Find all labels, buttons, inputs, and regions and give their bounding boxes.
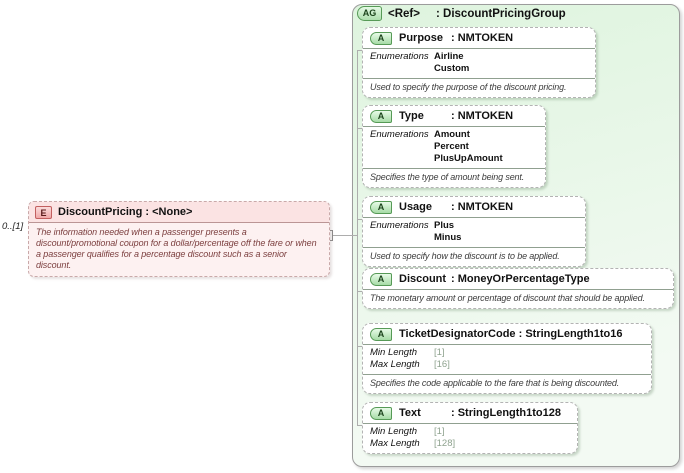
element-badge-icon: E bbox=[35, 205, 52, 219]
attribute-description: Used to specify the purpose of the disco… bbox=[363, 78, 595, 97]
attribute-badge-icon: A bbox=[370, 406, 392, 420]
facet-label: Max Length bbox=[370, 438, 420, 449]
enumeration-values: Amount Percent PlusUpAmount bbox=[434, 129, 503, 165]
facet-value: [128] bbox=[434, 438, 456, 449]
connector-stub-type bbox=[358, 128, 363, 129]
cardinality-label: 0..[1] bbox=[2, 221, 24, 232]
connector-stub-purpose bbox=[358, 50, 363, 51]
attribute-badge-icon: A bbox=[370, 200, 392, 214]
attribute-type: : NMTOKEN bbox=[451, 110, 514, 122]
attribute-title: TicketDesignatorCode : StringLength1to16 bbox=[399, 328, 623, 340]
attribute-header: A Purpose : NMTOKEN bbox=[363, 28, 595, 48]
attribute-box-ticketdesignatorcode: A TicketDesignatorCode : StringLength1to… bbox=[362, 323, 652, 394]
attribute-header: A Type : NMTOKEN bbox=[363, 106, 545, 126]
attribute-name: Usage bbox=[399, 201, 433, 213]
attribute-name: Type bbox=[399, 110, 424, 122]
attribute-type: : StringLength1to16 bbox=[518, 328, 623, 340]
facet-value: [1] bbox=[434, 426, 445, 437]
attribute-name: TicketDesignatorCode bbox=[399, 328, 516, 340]
attribute-badge-icon: A bbox=[370, 272, 392, 286]
attribute-box-usage: A Usage : NMTOKEN Enumerations Plus Minus… bbox=[362, 196, 586, 267]
enumerations-section: Enumerations Plus Minus bbox=[363, 217, 585, 247]
attribute-title: Discount : MoneyOrPercentageType bbox=[399, 273, 590, 285]
connector-stub-discount bbox=[358, 291, 363, 292]
attribute-box-purpose: A Purpose : NMTOKEN Enumerations Airline … bbox=[362, 27, 596, 98]
attribute-header: A Text : StringLength1to128 bbox=[363, 403, 577, 423]
attribute-title: Text : StringLength1to128 bbox=[399, 407, 561, 419]
attribute-type: : StringLength1to128 bbox=[451, 407, 562, 419]
attribute-description: Specifies the type of amount being sent. bbox=[363, 168, 545, 187]
enum-value: Plus bbox=[434, 220, 455, 231]
facets-section: Min Length [1] Max Length [128] bbox=[363, 423, 577, 453]
attribute-type: : NMTOKEN bbox=[451, 32, 514, 44]
attribute-box-text: A Text : StringLength1to128 Min Length [1… bbox=[362, 402, 578, 454]
enumeration-values: Airline Custom bbox=[434, 51, 469, 75]
facet-label: Min Length bbox=[370, 426, 418, 437]
connector-stub-text bbox=[358, 425, 363, 426]
attribute-header: A Discount : MoneyOrPercentageType bbox=[363, 269, 673, 289]
attribute-box-discount: A Discount : MoneyOrPercentageType The mo… bbox=[362, 268, 674, 309]
element-name: DiscountPricing bbox=[58, 206, 143, 218]
attribute-box-type: A Type : NMTOKEN Enumerations Amount Perc… bbox=[362, 105, 546, 188]
element-box-discountpricing: E DiscountPricing : <None> The informati… bbox=[28, 201, 330, 277]
facet-label: Min Length bbox=[370, 347, 418, 358]
attribute-group-name: <Ref> bbox=[388, 7, 420, 20]
enum-value: Minus bbox=[434, 232, 462, 243]
enum-value: PlusUpAmount bbox=[434, 153, 503, 164]
attribute-title: Purpose : NMTOKEN bbox=[399, 32, 513, 44]
facet-value: [16] bbox=[434, 359, 450, 370]
attribute-group-type: : DiscountPricingGroup bbox=[436, 7, 566, 20]
attribute-name: Purpose bbox=[399, 32, 444, 44]
enumerations-label: Enumerations bbox=[370, 220, 429, 231]
facet-value: [1] bbox=[434, 347, 445, 358]
enumerations-section: Enumerations Airline Custom bbox=[363, 48, 595, 78]
enumerations-section: Enumerations Amount Percent PlusUpAmount bbox=[363, 126, 545, 168]
enumeration-values: Plus Minus bbox=[434, 220, 461, 244]
connector-line bbox=[327, 235, 358, 236]
element-header: E DiscountPricing : <None> bbox=[29, 202, 329, 223]
attribute-group-header: AG <Ref> : DiscountPricingGroup bbox=[357, 6, 566, 21]
attribute-badge-icon: A bbox=[370, 109, 392, 123]
enum-value: Custom bbox=[434, 63, 470, 74]
attribute-title: Usage : NMTOKEN bbox=[399, 201, 513, 213]
element-description: The information needed when a passenger … bbox=[36, 227, 317, 270]
attribute-type: : NMTOKEN bbox=[451, 201, 514, 213]
attribute-header: A Usage : NMTOKEN bbox=[363, 197, 585, 217]
attribute-title: Type : NMTOKEN bbox=[399, 110, 513, 122]
facets-section: Min Length [1] Max Length [16] bbox=[363, 344, 651, 374]
attribute-description: The monetary amount or percentage of dis… bbox=[363, 289, 673, 308]
enumerations-label: Enumerations bbox=[370, 129, 429, 140]
attribute-type: : MoneyOrPercentageType bbox=[451, 273, 590, 285]
enum-value: Airline bbox=[434, 51, 464, 62]
attribute-badge-icon: A bbox=[370, 31, 392, 45]
attribute-description: Specifies the code applicable to the far… bbox=[363, 374, 651, 393]
enum-value: Amount bbox=[434, 129, 470, 140]
attribute-name: Discount bbox=[399, 273, 447, 285]
attribute-group-badge-icon: AG bbox=[357, 6, 382, 21]
connector-trunk-line bbox=[357, 50, 358, 426]
enumerations-label: Enumerations bbox=[370, 51, 429, 62]
connector-stub-ticketdesignatorcode bbox=[358, 346, 363, 347]
element-type: : <None> bbox=[145, 206, 193, 218]
attribute-name: Text bbox=[399, 407, 421, 419]
facet-label: Max Length bbox=[370, 359, 420, 370]
attribute-badge-icon: A bbox=[370, 327, 392, 341]
element-title: DiscountPricing : <None> bbox=[58, 206, 192, 218]
enum-value: Percent bbox=[434, 141, 469, 152]
attribute-header: A TicketDesignatorCode : StringLength1to… bbox=[363, 324, 651, 344]
attribute-group-title: <Ref> : DiscountPricingGroup bbox=[388, 8, 566, 20]
connector-stub-usage bbox=[358, 219, 363, 220]
attribute-description: Used to specify how the discount is to b… bbox=[363, 247, 585, 266]
